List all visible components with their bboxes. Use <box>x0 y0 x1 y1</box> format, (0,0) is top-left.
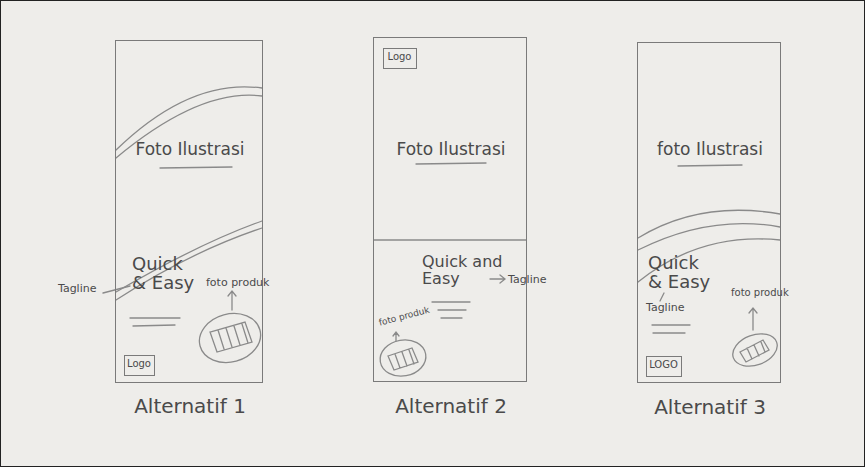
sketch-curve <box>116 228 262 300</box>
logo-box: Logo <box>383 48 417 69</box>
sketch-curve <box>638 224 780 250</box>
poster-layout: foto IlustrasiQuick & EasyTaglinefoto pr… <box>637 42 781 383</box>
logo-box: Logo <box>124 355 155 376</box>
product-oval <box>728 328 781 372</box>
product-sketch <box>388 348 418 370</box>
illustration-label: foto Ilustrasi <box>638 141 782 159</box>
logo-label: Logo <box>384 52 415 63</box>
annotation-label: foto produk <box>378 306 431 329</box>
illustration-label: Foto Ilustrasi <box>374 141 528 159</box>
annotation-label: foto produk <box>731 288 789 299</box>
annotation-label: Tagline <box>58 283 96 295</box>
product-sketch <box>740 340 769 362</box>
alternative-caption: Alternatif 3 <box>616 397 804 418</box>
underline <box>678 165 742 166</box>
tagline-text: Quick and Easy <box>422 254 522 288</box>
leader-line <box>103 286 130 293</box>
underline <box>160 167 232 168</box>
poster-layout: Foto IlustrasiQuick and EasyTaglinefoto … <box>373 37 527 382</box>
alternative-caption: Alternatif 1 <box>96 396 284 417</box>
alternative-caption: Alternatif 2 <box>354 396 548 417</box>
annotation-label: Tagline <box>646 302 684 314</box>
underline <box>416 163 486 164</box>
annotation-label: foto produk <box>206 277 269 289</box>
product-oval <box>194 307 266 369</box>
logo-label: Logo <box>125 359 153 370</box>
tagline-text: Quick & Easy <box>648 254 714 292</box>
panel-divider <box>374 239 526 240</box>
body-text-lines <box>432 302 470 318</box>
annotation-label: Tagline <box>508 274 546 286</box>
product-oval <box>377 336 429 379</box>
leader-arrow <box>749 308 757 330</box>
logo-label: LOGO <box>647 360 680 371</box>
logo-box: LOGO <box>646 356 682 377</box>
body-text-lines <box>652 325 690 333</box>
product-sketch <box>210 322 252 352</box>
leader-arrow <box>228 291 236 310</box>
body-text-lines <box>130 318 180 326</box>
poster-layout: Foto IlustrasiQuick & EasyTaglinefoto pr… <box>115 40 263 383</box>
tagline-text: Quick & Easy <box>132 255 198 293</box>
illustration-label: Foto Ilustrasi <box>116 141 264 159</box>
leader-line <box>660 293 664 301</box>
leader-arrow <box>490 275 505 283</box>
leader-arrow <box>393 332 399 341</box>
